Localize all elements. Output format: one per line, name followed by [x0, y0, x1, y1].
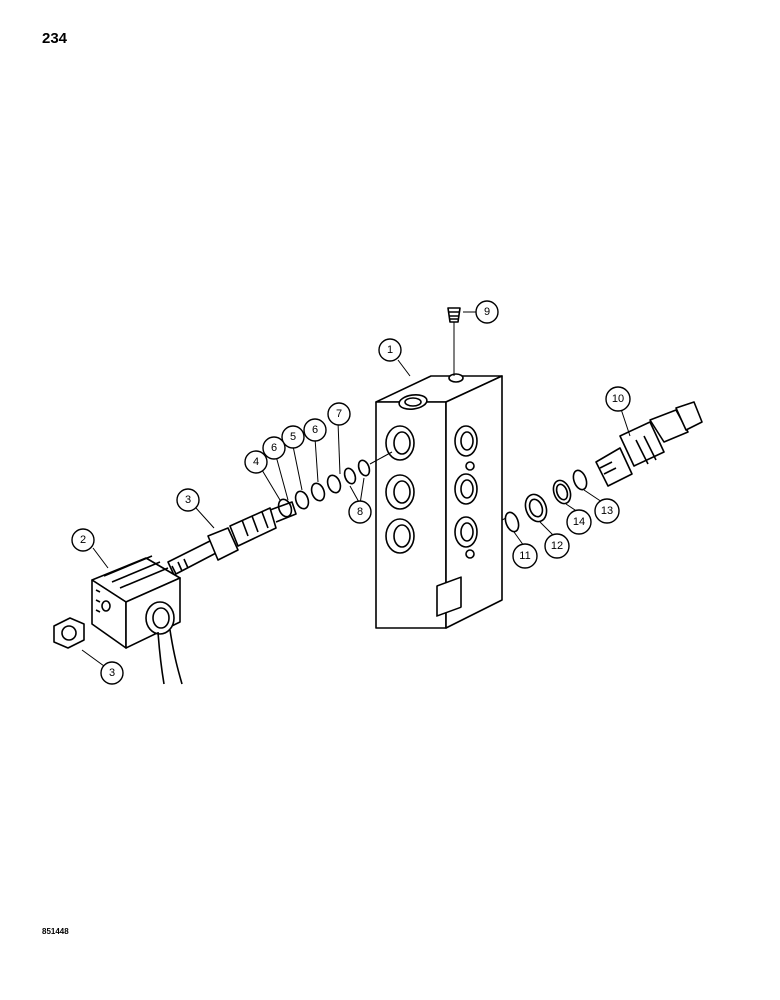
callout-6b-label: 6 — [312, 424, 318, 436]
seal-set — [277, 451, 393, 518]
callout-6-left: 6 — [262, 436, 286, 460]
callout-5-label: 5 — [290, 431, 296, 443]
callout-8: 8 — [348, 500, 372, 524]
callout-4: 4 — [244, 450, 268, 474]
relief-valve-seals — [501, 469, 588, 533]
callout-3-cartridge: 3 — [176, 488, 200, 512]
solenoid-coil — [91, 555, 183, 685]
callout-2-label: 2 — [80, 534, 86, 546]
page-number: 234 — [42, 30, 68, 47]
callout-9-label: 9 — [484, 306, 490, 318]
callout-1-label: 1 — [387, 344, 393, 356]
callout-8-label: 8 — [357, 506, 363, 518]
callout-14-label: 14 — [573, 516, 585, 528]
callout-7: 7 — [327, 402, 351, 426]
callout-11: 11 — [512, 543, 538, 569]
callout-5: 5 — [281, 425, 305, 449]
callout-13: 13 — [594, 498, 620, 524]
callout-3-nut: 3 — [100, 661, 124, 685]
callout-6-right: 6 — [303, 418, 327, 442]
relief-valve — [595, 401, 703, 487]
callout-2: 2 — [71, 528, 95, 552]
drawing-code: 851448 — [42, 927, 69, 936]
callout-14: 14 — [566, 509, 592, 535]
callout-3b-label: 3 — [109, 667, 115, 679]
callout-13-label: 13 — [601, 505, 613, 517]
callout-3a-label: 3 — [185, 494, 191, 506]
callout-11-label: 11 — [519, 550, 530, 562]
solenoid-cartridge — [167, 501, 297, 576]
callout-9: 9 — [475, 300, 499, 324]
callout-12: 12 — [544, 533, 570, 559]
valve-body — [375, 373, 503, 629]
callout-7-label: 7 — [336, 408, 342, 420]
callout-1: 1 — [378, 338, 402, 362]
callout-4-label: 4 — [253, 456, 259, 468]
callout-10: 10 — [605, 386, 631, 412]
callout-6a-label: 6 — [271, 442, 277, 454]
callout-10-label: 10 — [612, 393, 624, 405]
callout-12-label: 12 — [551, 540, 563, 552]
nut — [53, 617, 85, 649]
plug — [447, 307, 461, 376]
